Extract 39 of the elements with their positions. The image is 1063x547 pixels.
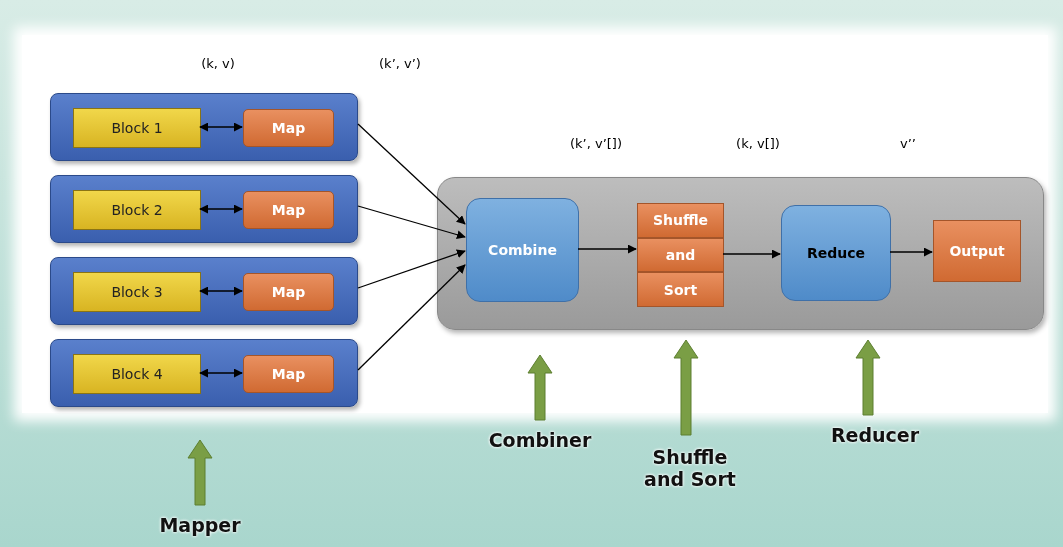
- box-label: Reduce: [806, 245, 866, 261]
- map-task: [243, 191, 334, 229]
- map-task: [243, 109, 334, 147]
- process-cell: and: [637, 237, 724, 273]
- key-value-label: (k, v): [201, 56, 235, 71]
- process-box: [466, 198, 579, 302]
- map-task: [243, 273, 334, 311]
- stage-label: Reducer: [830, 424, 920, 446]
- box-label: Map: [271, 366, 306, 382]
- key-value-label: (k, v[]): [736, 136, 780, 151]
- box-label: Block 2: [111, 202, 163, 218]
- process-cell: Sort: [637, 272, 724, 307]
- key-value-label: (k’, v’[]): [570, 136, 622, 151]
- key-value-label: (k’, v’): [379, 56, 421, 71]
- mapper-row-panel: [50, 257, 358, 325]
- mapper-row-panel: [50, 175, 358, 243]
- stage-label: Combiner: [488, 429, 592, 451]
- box-label: Map: [271, 284, 306, 300]
- box-label: Block 3: [111, 284, 163, 300]
- box-label: Block 4: [111, 366, 163, 382]
- stage-label: Mapper: [159, 514, 241, 536]
- box-label: Map: [271, 202, 306, 218]
- process-cell: Shuffle: [637, 203, 724, 238]
- data-block: [73, 354, 201, 394]
- data-block: [73, 108, 201, 148]
- box-label: Block 1: [111, 120, 163, 136]
- mapper-row-panel: [50, 93, 358, 161]
- data-block: [73, 190, 201, 230]
- box-label: Map: [271, 120, 306, 136]
- stage-label: Shuffle and Sort: [643, 446, 737, 490]
- pipeline-panel: [437, 177, 1044, 330]
- box-label: Combine: [488, 242, 557, 258]
- key-value-label: v’’: [900, 136, 916, 151]
- box-label: Output: [949, 243, 1005, 259]
- output-box: [933, 220, 1021, 282]
- data-block: [73, 272, 201, 312]
- process-box: [781, 205, 891, 301]
- map-task: [243, 355, 334, 393]
- mapper-row-panel: [50, 339, 358, 407]
